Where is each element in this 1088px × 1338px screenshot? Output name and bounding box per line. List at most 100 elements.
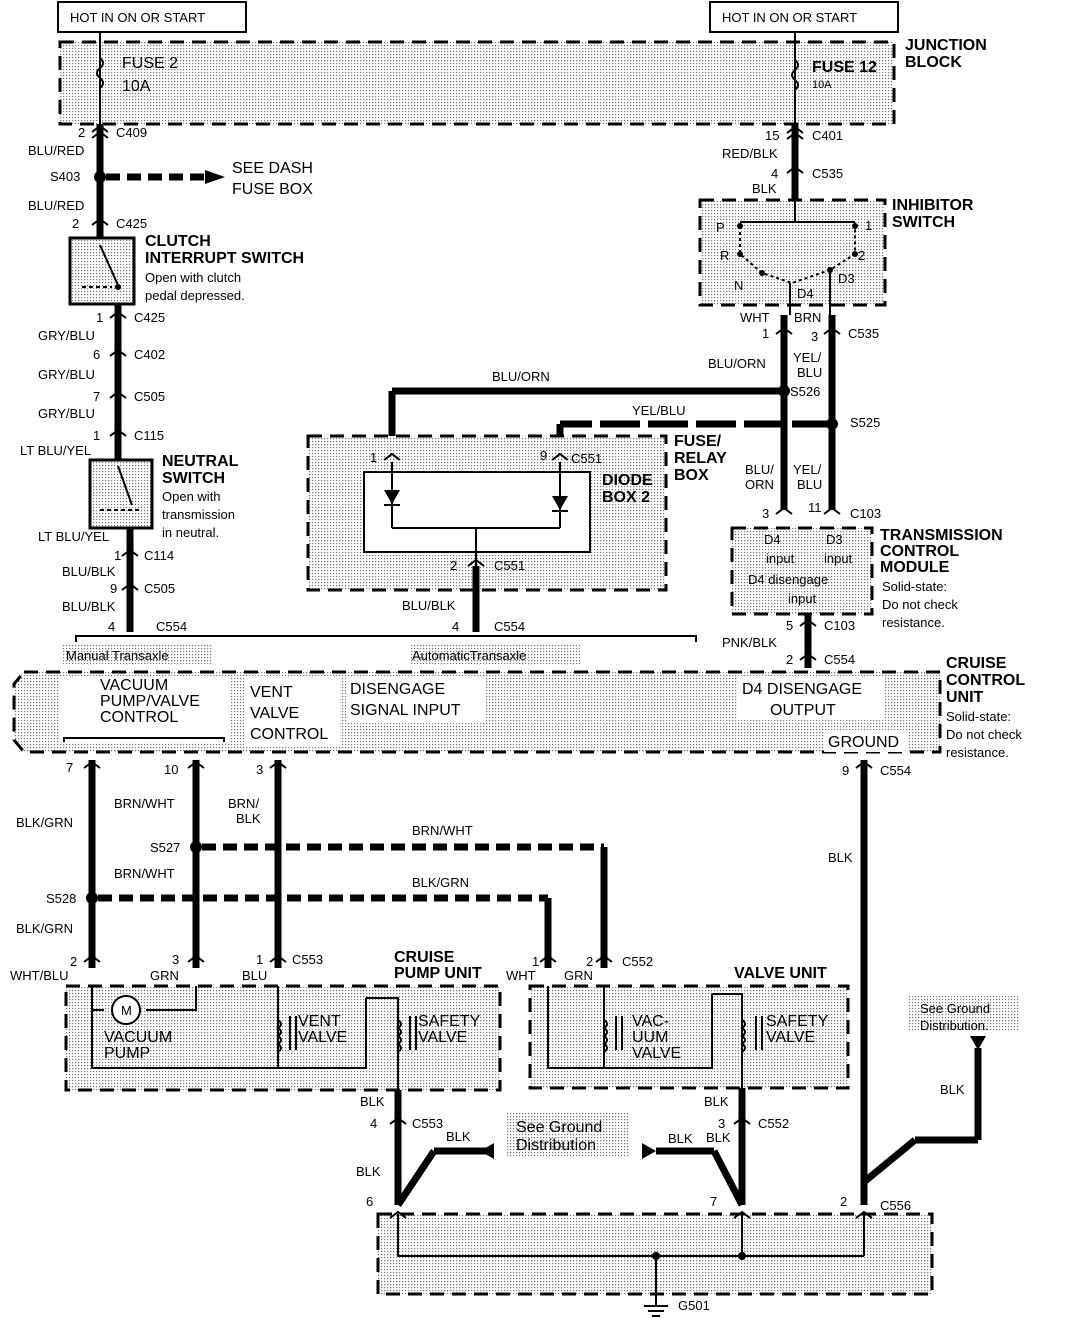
label-lower-s527: S527 (150, 840, 180, 855)
fuse-12-icon (791, 59, 799, 91)
label-left-branch-c505-top: C505 (134, 389, 165, 404)
label-cruise-unit-title-1: CRUISE (946, 655, 1007, 672)
label-left-branch-wire-blu-blk-1: BLU/BLK (62, 564, 116, 579)
label-cruise-unit-d4out-1: D4 DISENGAGE (742, 681, 862, 698)
label-left-branch-c409-pin: 2 (78, 125, 85, 140)
label-cruise-unit-vent-1: VENT (250, 684, 293, 701)
label-right-branch-c401-pin: 15 (765, 128, 779, 143)
c556-ground-block: 6 7 2 C556 G501 (366, 1194, 934, 1317)
label-cruise-unit-vac-3: CONTROL (100, 709, 178, 726)
label-lower-vent-valve-2: VALVE (298, 1029, 347, 1046)
label-lower-pin-7: 7 (66, 760, 73, 775)
label-left-branch-c115-pin: 1 (93, 428, 100, 443)
label-left-branch-s403: S403 (50, 169, 80, 184)
label-lower-wire-blk-l3: BLK (446, 1129, 471, 1144)
label-left-branch-clutch-note-1: Open with clutch (145, 270, 241, 285)
label-lower-pin-9: 9 (842, 763, 849, 778)
transmission-control-module (730, 526, 874, 616)
label-lower-c553-pin-2: 2 (70, 954, 77, 969)
label-lower-safety-valve-1: SAFETY (418, 1013, 481, 1030)
label-right-branch-c535-pin-top: 4 (771, 166, 778, 181)
ground-wiring: See Ground Distribution. BLK BLK 4 C553 … (356, 996, 1020, 1207)
label-right-branch-c103-top: C103 (850, 506, 881, 521)
label-left-branch-c425-bot: C425 (134, 310, 165, 325)
label-lower-safety-valve2-2: VALVE (766, 1029, 815, 1046)
neutral-switch (88, 458, 154, 530)
label-left-branch-manual: Manual Transaxle (66, 648, 169, 663)
label-right-branch-d4-input-2: input (766, 551, 795, 566)
label-right-branch-pos-2: 2 (858, 248, 865, 263)
label-lower-wire-blk-grn-1: BLK/GRN (16, 815, 73, 830)
label-lower-wire-brn-wht-h: BRN/WHT (412, 823, 473, 838)
motor-icon (111, 995, 141, 1025)
label-right-branch-pos-d3: D3 (838, 271, 855, 286)
label-lower-pin-3: 3 (256, 762, 263, 777)
label-right-branch-c535-top: C535 (812, 166, 843, 181)
label-left-branch-neutral-note-2: transmission (162, 507, 235, 522)
label-lower-c553-b: C553 (412, 1116, 443, 1131)
label-lower-wire-brn-blk-1: BRN/ (228, 796, 259, 811)
label-cruise-unit-note-2: Do not check (946, 727, 1022, 742)
label-left-branch-c505-bot: C505 (144, 581, 175, 596)
label-right-branch-wire-yel-blu-2b: BLU (797, 477, 822, 492)
label-left-branch-c114-pin: 1 (114, 548, 121, 563)
label-lower-valve-unit: VALVE UNIT (734, 965, 827, 982)
safety-coil-2-icon (740, 1019, 746, 1053)
label-lower-c552-pin-1: 1 (532, 954, 539, 969)
label-lower-vacuum-valve-3: VALVE (632, 1045, 681, 1062)
label-right-branch-inhibitor-1: INHIBITOR (892, 197, 974, 214)
label-right-branch-d4-input-1: D4 (764, 532, 781, 547)
connector-markers (83, 124, 873, 1219)
label-lower-wire-blk-grn-h: BLK/GRN (412, 875, 469, 890)
label-lower-safety-valve-2: VALVE (418, 1029, 467, 1046)
label-cruise-unit-vent-2: VALVE (250, 705, 299, 722)
label-fuse-relay-title-3: BOX (674, 467, 709, 484)
label-right-branch-d4-dis-1: D4 disengage (748, 572, 828, 587)
fuse-2-icon (96, 57, 104, 89)
label-cruise-unit-vac-1: VACUUM (100, 677, 168, 694)
label-left-branch-see-dash-2: FUSE BOX (232, 181, 313, 198)
label-lower-wire-grn2: GRN (564, 968, 593, 983)
label-cruise-unit-note-1: Solid-state: (946, 709, 1011, 724)
label-fuse-relay-c554-pin-mid: 4 (452, 619, 459, 634)
label-lower-wire-brn-wht-1: BRN/WHT (114, 796, 175, 811)
label-lower-c552-b: C552 (758, 1116, 789, 1131)
label-left-branch-neutral-note-3: in neutral. (162, 525, 219, 540)
label-lower-vent-valve-1: VENT (298, 1013, 341, 1030)
label-left-branch-c505-pin-top: 7 (93, 389, 100, 404)
transaxle-bus: Manual Transaxle AutomaticTransaxle (62, 635, 697, 664)
label-right-branch-wire-yel-blu-v2: BLU (797, 365, 822, 380)
cruise-pump-unit: CRUISE PUMP UNIT M VACUUM PUMP VENT VALV… (64, 949, 502, 1092)
label-left-branch-clutch-note-2: pedal depressed. (145, 288, 245, 303)
label-fuse-relay-c551-top: C551 (571, 451, 602, 466)
label-junction-block-fuse2-name: FUSE 2 (122, 55, 178, 72)
label-fuse-relay-c551-pin-9: 9 (540, 448, 547, 463)
label-left-branch-c505-pin-bot: 9 (110, 581, 117, 596)
ground-symbol-icon (644, 1305, 668, 1317)
label-right-branch-pos-n: N (734, 278, 743, 293)
label-right-branch-d3-input-2: input (824, 551, 853, 566)
label-left-branch-c425-top: C425 (116, 216, 147, 231)
label-left-branch-c115: C115 (134, 428, 164, 443)
label-right-branch-wire-blu-orn-2a: BLU/ (745, 462, 774, 477)
splice-s403 (94, 171, 106, 183)
label-right-branch-wire-yel-blu-2a: YEL/ (793, 462, 822, 477)
label-right-branch-wire-wht: WHT (740, 310, 770, 325)
right-branch: 15 C401 RED/BLK 4 C535 BLK INHIBITOR SWI… (698, 124, 1003, 668)
label-cruise-unit-ground: GROUND (828, 734, 899, 751)
label-right-branch-c103-pin-5: 5 (786, 618, 793, 633)
vent-coil-icon (276, 1019, 282, 1053)
clutch-interrupt-switch (68, 236, 136, 306)
label-right-branch-wire-blu-orn-h: BLU/ORN (492, 369, 550, 384)
label-left-branch-see-dash-1: SEE DASH (232, 160, 313, 177)
label-lower-c553-pin-4: 4 (370, 1116, 377, 1131)
label-cruise-unit-d4out-2: OUTPUT (770, 702, 836, 719)
label-lower-wire-blk-l1: BLK (360, 1094, 385, 1109)
label-lower-see-ground-m2: Distribution (516, 1137, 596, 1154)
label-right-branch-c554-right: C554 (824, 652, 855, 667)
label-fuse-relay-c551-pin-2: 2 (450, 558, 457, 573)
cruise-control-unit: CRUISE CONTROL UNIT Solid-state: Do not … (12, 655, 1025, 760)
label-header-hot-right: HOT IN ON OR START (722, 10, 857, 25)
label-fuse-relay-wire-blu-blk: BLU/BLK (402, 598, 456, 613)
label-right-branch-pos-1: 1 (865, 218, 872, 233)
